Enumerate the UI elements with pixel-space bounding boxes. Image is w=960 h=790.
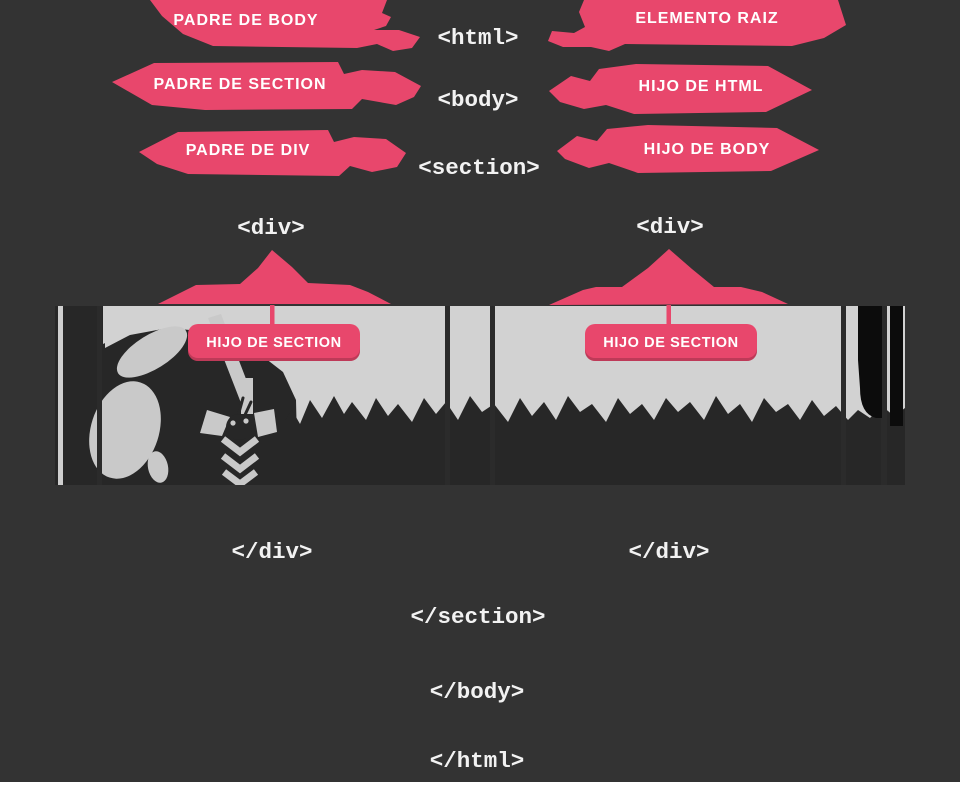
hijo-de-html-label: HIJO DE HTML [638, 78, 764, 95]
body-close-tag: </body> [429, 679, 525, 705]
body-open-tag: <body> [437, 87, 519, 113]
div-close-tag-left: </div> [231, 539, 313, 565]
ribbon-padre-de-body [150, 0, 420, 51]
div-open-tag-left: <div> [237, 215, 305, 241]
div-close-tag-right: </div> [628, 539, 710, 565]
ribbon-padre-de-div [139, 130, 406, 176]
section-close-tag: </section> [410, 604, 546, 630]
banner-separator-line [841, 306, 846, 485]
hijo-de-body-label: HIJO DE BODY [643, 141, 771, 158]
div-open-tag-right: <div> [636, 214, 704, 240]
ribbon-hijo-de-body [557, 125, 819, 173]
banner-separator-line [445, 306, 450, 485]
elemento-raiz-label: ELEMENTO RAIZ [635, 10, 779, 27]
banner-text-silhouette [285, 396, 905, 485]
hijo-de-section-label-left: HIJO DE SECTION [206, 334, 342, 351]
ribbon-hijo-de-html [549, 64, 812, 114]
html-open-tag: <html> [437, 25, 519, 51]
html-close-tag: </html> [429, 748, 525, 774]
banner-image [55, 306, 905, 485]
connector-line-left [270, 305, 275, 328]
wasp-logo-icon [89, 314, 277, 485]
ribbon-elemento-raiz [548, 0, 846, 51]
hijo-de-section-badge-right: HIJO DE SECTION [585, 324, 757, 361]
hijo-de-section-label-right: HIJO DE SECTION [603, 334, 739, 351]
section-open-tag: <section> [418, 155, 540, 181]
ribbon-padre-de-section [112, 62, 421, 110]
padre-de-body-label: PADRE DE BODY [173, 12, 319, 29]
house-arrow-left [158, 250, 391, 304]
connector-line-right [666, 305, 671, 328]
hijo-de-section-badge-left: HIJO DE SECTION [188, 324, 360, 361]
banner-right-black-shape [858, 306, 882, 418]
banner-separator-line [881, 306, 887, 485]
padre-de-div-label: PADRE DE DIV [185, 142, 311, 159]
banner-separator-line [490, 306, 495, 485]
padre-de-section-label: PADRE DE SECTION [153, 76, 327, 93]
house-arrow-right [549, 249, 788, 305]
